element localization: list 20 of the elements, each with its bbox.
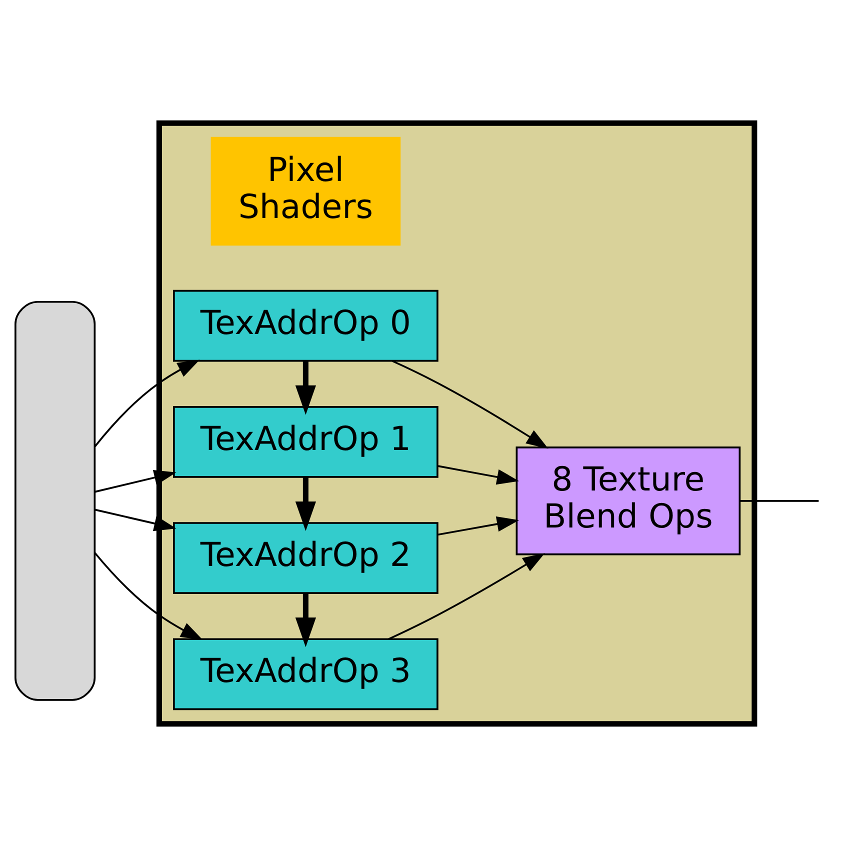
node-box: TexAddrOp 3 (173, 638, 438, 710)
node-box (14, 300, 96, 700)
arrow (295, 476, 316, 531)
arrow (295, 360, 316, 414)
node-box: 8 Texture Blend Ops (516, 446, 741, 555)
arrow (94, 470, 176, 492)
arrow (94, 359, 200, 446)
arrow (94, 552, 203, 640)
arrow (392, 360, 548, 448)
cluster (156, 120, 758, 726)
node-box: Pixel Shaders (210, 136, 401, 246)
arrow (388, 552, 545, 640)
arrow (438, 464, 520, 484)
arrow (94, 508, 176, 531)
arrow (438, 516, 520, 536)
node-box: TexAddrOp 2 (173, 522, 438, 594)
node-box: TexAddrOp 1 (173, 406, 438, 478)
connector (740, 499, 819, 502)
node-box: TexAddrOp 0 (173, 289, 438, 362)
arrow (295, 592, 316, 647)
